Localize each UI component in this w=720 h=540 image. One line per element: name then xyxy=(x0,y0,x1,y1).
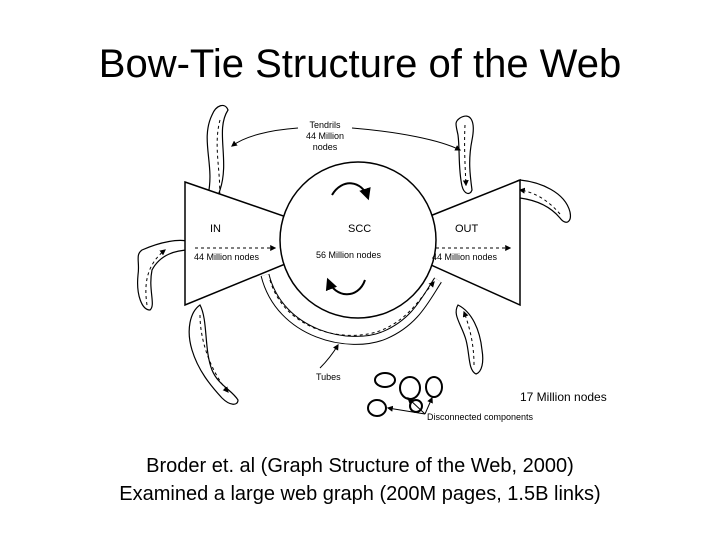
out-count: 44 Million nodes xyxy=(432,252,498,262)
in-label: IN xyxy=(210,223,221,235)
tubes-label: Tubes xyxy=(316,372,341,382)
tendrils-count: 44 Million xyxy=(306,131,344,141)
footer-description: Examined a large web graph (200M pages, … xyxy=(119,483,601,505)
bow-tie-diagram: Tendrils 44 Million nodes IN 44 Million … xyxy=(137,104,571,422)
tendril-bottom-right xyxy=(455,304,484,375)
tendrils-unit: nodes xyxy=(313,142,338,152)
disconnected-count-caption: 17 Million nodes xyxy=(520,390,607,404)
disconnected-blob xyxy=(374,372,396,388)
disconnected-blob xyxy=(425,376,443,398)
scc-count: 56 Million nodes xyxy=(316,250,382,260)
tendril-left-middle xyxy=(137,239,191,311)
disconnected-blob xyxy=(367,399,387,417)
slide-title: Bow-Tie Structure of the Web xyxy=(98,42,622,86)
scc-label: SCC xyxy=(348,223,371,235)
scc-cycle-arrow-top xyxy=(331,182,371,201)
out-label: OUT xyxy=(455,223,479,235)
disconnected-label: Disconnected components xyxy=(427,412,534,422)
slide-footer: Broder et. al (Graph Structure of the We… xyxy=(0,452,720,508)
scc-cycle-arrow-bottom xyxy=(325,277,366,296)
in-count: 44 Million nodes xyxy=(194,252,260,262)
footer-citation: Broder et. al (Graph Structure of the We… xyxy=(146,455,574,477)
tendril-top-right xyxy=(455,115,474,195)
tendril-right xyxy=(512,179,571,223)
disconnected-blob xyxy=(399,376,421,400)
tendril-bottom-left xyxy=(188,304,239,405)
in-component xyxy=(184,180,296,307)
scc-component xyxy=(279,161,437,319)
tendrils-label: Tendrils xyxy=(309,120,341,130)
